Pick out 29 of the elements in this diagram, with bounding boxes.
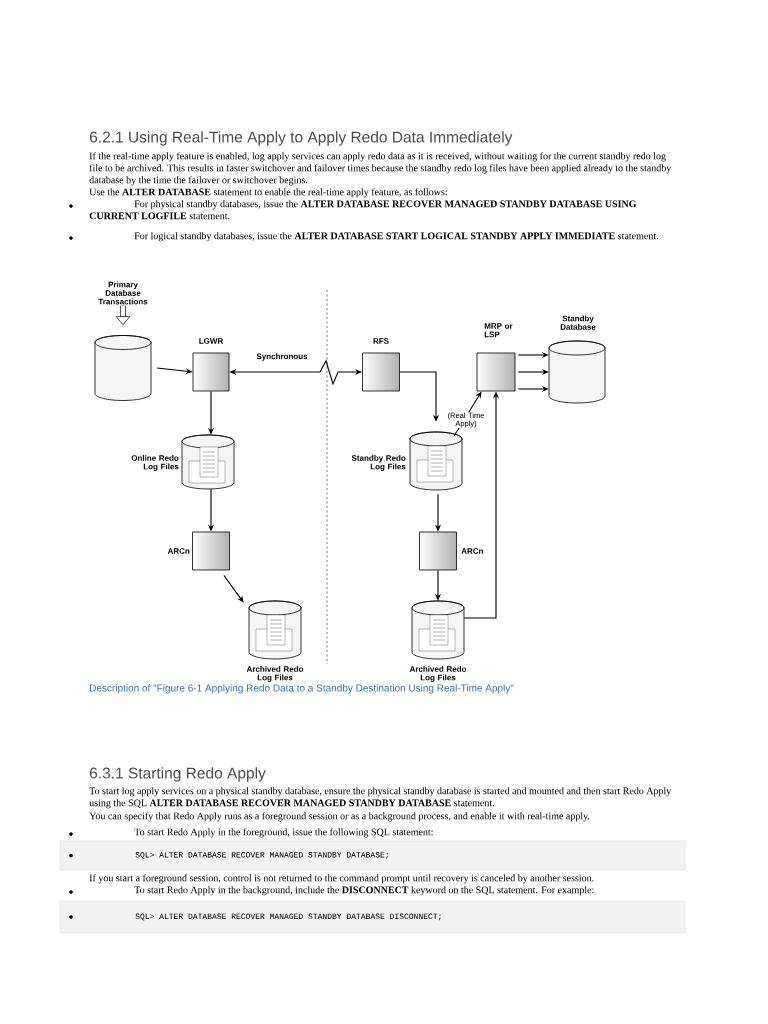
hollow-arrow	[115, 305, 131, 326]
paragraph: For logical standby databases, issue the ALTER DATABASE START LOGICAL STANDBY APPLY IMMEDIATE statement.	[134, 232, 658, 242]
node-label: RFS	[373, 338, 389, 344]
paragraph: To start Redo Apply in the foreground, issue the following SQL statement:	[134, 828, 433, 838]
arrow	[223, 574, 244, 603]
edge-label: Synchronous	[255, 352, 309, 362]
code-block: SQL> ALTER DATABASE RECOVER MANAGED STANDBY DATABASE;	[59, 840, 686, 871]
node-label: Archived Redo Log Files	[246, 666, 304, 682]
paragraph: To start Redo Apply in the background, include the DISCONNECT keyword on the SQL statement. For example:	[134, 886, 594, 896]
node-label: LGWR	[199, 338, 224, 344]
heading: 6.2.1 Using Real-Time Apply to Apply Redo Data Immediately	[90, 131, 513, 146]
database-cylinder	[94, 335, 152, 401]
node-label: Standby Database	[560, 315, 596, 330]
node-label: Archived Redo Log Files	[409, 666, 467, 682]
figure-caption: Description of "Figure 6-1 Applying Redo Data to a Standby Destination Using Real-Time Apply"	[90, 684, 514, 694]
node-label: ARCn	[167, 548, 190, 554]
paragraph: If the real-time apply feature is enabled, log apply services can apply redo data as it is received, without waiting for the current standby redo log file to be archived. This results in faster switchover and failover times because the standby redo log files have been applied already to the standby database by the time the failover or switchover begins.	[89, 152, 672, 186]
paragraph: Use the ALTER DATABASE statement to enable the real-time apply feature, as follows:	[89, 188, 447, 198]
node-label: ARCn	[461, 548, 483, 554]
paragraph: If you start a foreground session, control is not returned to the command prompt until recovery is canceled by another session.	[89, 874, 594, 884]
node-label: Standby Redo Log Files	[351, 455, 406, 471]
node-label: MRP or LSP	[484, 323, 513, 338]
paragraph: For physical standby databases, issue the ALTER DATABASE RECOVER MANAGED STANDBY DATABASE USING CURRENT LOGFILE statement.	[89, 200, 637, 220]
paragraph: You can specify that Redo Apply runs as a foreground session or as a background process, and enable it with real-time apply.	[89, 812, 590, 822]
node-label: Online Redo Log Files	[131, 455, 179, 471]
source-label: Primary Database Transactions	[98, 281, 148, 305]
heading: 6.3.1 Starting Redo Apply	[90, 767, 266, 782]
paragraph: To start log apply services on a physical standby database, ensure the physical standby database is started and mounted and then start Redo Apply using the SQL ALTER DATABASE RECOVER MANAGED STANDBY DATABASE statement.	[89, 787, 672, 809]
code-block: SQL> ALTER DATABASE RECOVER MANAGED STANDBY DATABASE DISCONNECT;	[59, 900, 686, 934]
